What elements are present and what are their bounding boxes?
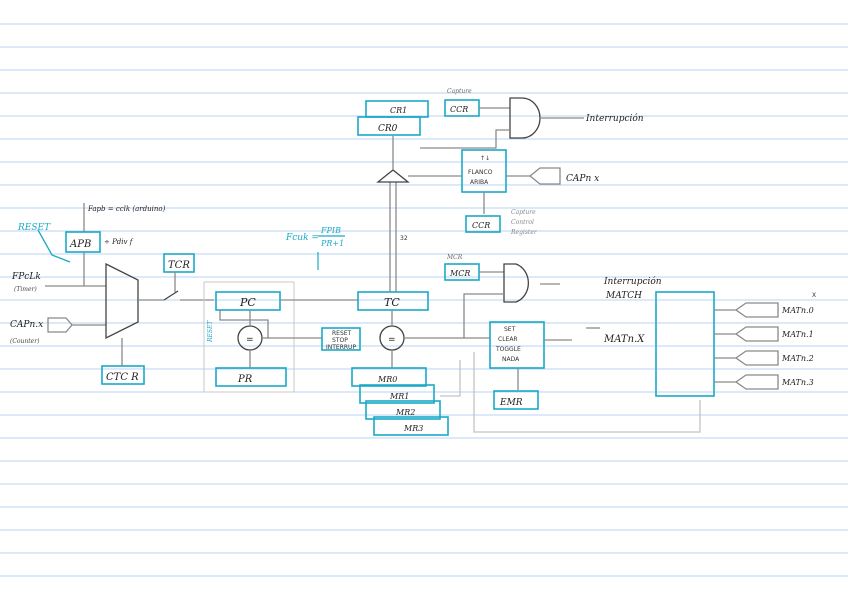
apb-label: APB xyxy=(69,239,91,250)
capn-input-sub: (Counter) xyxy=(10,338,40,345)
mcr-top-sub: MCR xyxy=(446,254,463,261)
stop-block-box xyxy=(321,327,361,351)
fapb-label: Fapb = cclk (arduino) xyxy=(87,205,166,213)
capn-output-connector xyxy=(528,167,561,185)
match-action-line-4: NADA xyxy=(502,356,520,363)
edge-to-and-wire xyxy=(420,129,510,149)
mr3-box xyxy=(373,416,449,436)
mat-output-connector xyxy=(734,302,779,318)
enable-switch xyxy=(163,290,179,301)
comparator-to-and-wire xyxy=(463,293,504,338)
tcr-label: TCR xyxy=(168,260,190,271)
mr1-box xyxy=(359,384,435,404)
match-section: = RESET STOP INTERRUP MR0 MR1 MR2 MR3 MC… xyxy=(268,254,816,436)
match-action-line-3: TOGGLE xyxy=(495,346,521,353)
mr1-label: MR1 xyxy=(389,392,409,401)
comparator-reset-wire xyxy=(219,310,269,339)
mr0-box xyxy=(351,367,427,387)
interrupcion-match-line-1: Interrupción xyxy=(603,276,662,287)
match-return-wire xyxy=(473,352,701,433)
bus-width-label: 32 xyxy=(400,235,408,242)
interrupcion-match-line-2: MATCH xyxy=(605,291,642,301)
prescaler-comparator-symbol: = xyxy=(246,335,254,345)
pr-box xyxy=(215,367,287,387)
ruled-lines xyxy=(0,23,848,577)
mcr-label: MCR xyxy=(449,269,470,278)
match-action-box xyxy=(489,321,545,369)
mat-output-label: MATn.3 xyxy=(781,378,814,387)
emr-box xyxy=(493,390,539,410)
pr-label: PR xyxy=(237,374,253,385)
tcr-box xyxy=(163,253,195,273)
reset-label: RESET xyxy=(17,223,51,233)
stop-block-line-1: RESET xyxy=(332,330,352,337)
mat-output-label: MATn.2 xyxy=(781,354,814,363)
fpclk-label: FPcLk xyxy=(11,272,41,282)
match-action-line-2: CLEAR xyxy=(498,336,518,343)
emr-label: EMR xyxy=(499,398,523,408)
match-action-line-1: SET xyxy=(504,326,516,333)
match-and-gate xyxy=(503,263,530,303)
cr1-label: CR1 xyxy=(390,106,407,115)
capn-input-label: CAPn.x xyxy=(10,320,43,330)
capture-and-gate xyxy=(509,97,541,139)
mat-output-label: MATn.0 xyxy=(781,306,814,315)
capn-output-label: CAPn x xyxy=(566,174,599,184)
mr2-box xyxy=(365,400,441,420)
capn-input-connector xyxy=(47,317,73,333)
counter-capture-section: TC 32 CR1 CR0 Capture CCR Interrupción ↑… xyxy=(357,88,644,311)
mat-output-label: MATn.1 xyxy=(781,330,814,339)
fraction-num: FPIB xyxy=(320,226,341,235)
capture-caption-3: Register xyxy=(510,229,538,236)
edge-block-line-1: ↑↓ xyxy=(480,155,490,162)
ccr-box xyxy=(465,215,501,233)
ccr-mid-label: CCR xyxy=(472,221,490,230)
output-block xyxy=(655,291,715,397)
tc-box xyxy=(357,291,429,311)
pc-box xyxy=(215,291,281,311)
ccr-top-label: CCR xyxy=(450,105,468,114)
mr0-label: MR0 xyxy=(377,375,397,384)
cr0-label: CR0 xyxy=(378,124,398,134)
mr2-label: MR2 xyxy=(395,408,415,417)
edge-block-line-2: FLANCO xyxy=(468,169,493,176)
match-comparator-symbol: = xyxy=(388,335,396,345)
fraction-den: PR+1 xyxy=(320,239,344,248)
capture-caption-1: Capture xyxy=(511,209,536,216)
side-x-label: X xyxy=(812,292,816,299)
apb-box xyxy=(65,231,101,253)
stop-block-line-2: STOP xyxy=(332,337,348,344)
edge-block-line-3: ARIBA xyxy=(470,179,489,186)
interrupcion-top-label: Interrupción xyxy=(585,113,644,124)
ctcr-box xyxy=(101,365,145,385)
mat-output-connector xyxy=(734,374,779,390)
stop-block-line-3: INTERRUP xyxy=(326,344,356,351)
mat-output-connector xyxy=(734,326,779,342)
prescaler-frame xyxy=(203,281,295,393)
reset-arrow xyxy=(37,229,71,263)
ccr-top-sub: Capture xyxy=(447,88,472,95)
mr-feedback-wire xyxy=(440,360,461,397)
fpclk-sub: (Timer) xyxy=(14,286,37,293)
capture-caption-2: Control xyxy=(511,219,534,226)
fcuk-label: Fcuk = xyxy=(285,233,319,243)
mr3-label: MR3 xyxy=(403,424,423,433)
ctcr-label: CTC R xyxy=(106,372,139,383)
pclk-div-label: ÷ Pdiv f xyxy=(104,238,134,246)
pc-reset-label: RESET xyxy=(207,320,214,343)
clock-mux xyxy=(105,262,139,340)
clock-source-section: RESET FPcLk (Timer) CAPn.x (Counter) Fap… xyxy=(10,203,214,385)
pc-label: PC xyxy=(239,296,256,309)
tc-label: TC xyxy=(384,296,400,309)
capture-buffer xyxy=(376,169,410,183)
prescaler-section: Fcuk = FPIB PR+1 PC RESET = PR xyxy=(203,226,358,393)
mat-output-connector xyxy=(734,350,779,366)
matn-x-label: MATn.X xyxy=(603,334,645,345)
cr0-box xyxy=(357,116,421,136)
